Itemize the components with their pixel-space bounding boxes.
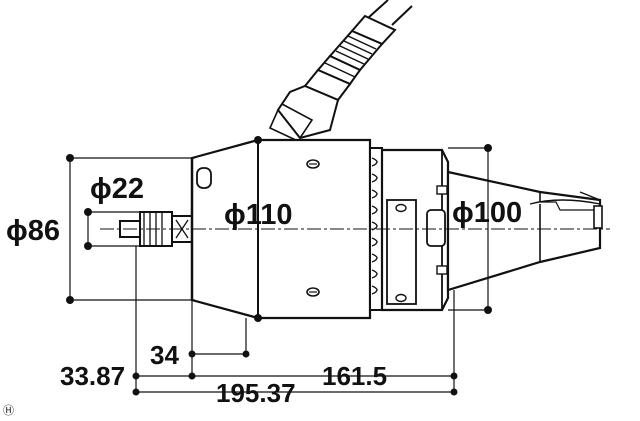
corner-mark: Ⓗ [3, 404, 14, 417]
dim-length-34: 34 [150, 340, 179, 370]
taper-shank [446, 170, 603, 292]
dimension-markers [66, 136, 492, 396]
dim-phi-86: ϕ86 [6, 215, 60, 247]
flange [380, 148, 450, 312]
dim-length-161-5: 161.5 [322, 361, 387, 391]
dim-length-33-87: 33.87 [60, 361, 125, 391]
dim-phi-100: ϕ100 [452, 197, 522, 229]
dim-phi-22: ϕ22 [90, 173, 144, 205]
cable [268, 0, 413, 143]
dim-phi-110: ϕ110 [224, 199, 293, 231]
dim-length-195-37: 195.37 [216, 378, 296, 408]
dimension-lines [69, 140, 490, 393]
